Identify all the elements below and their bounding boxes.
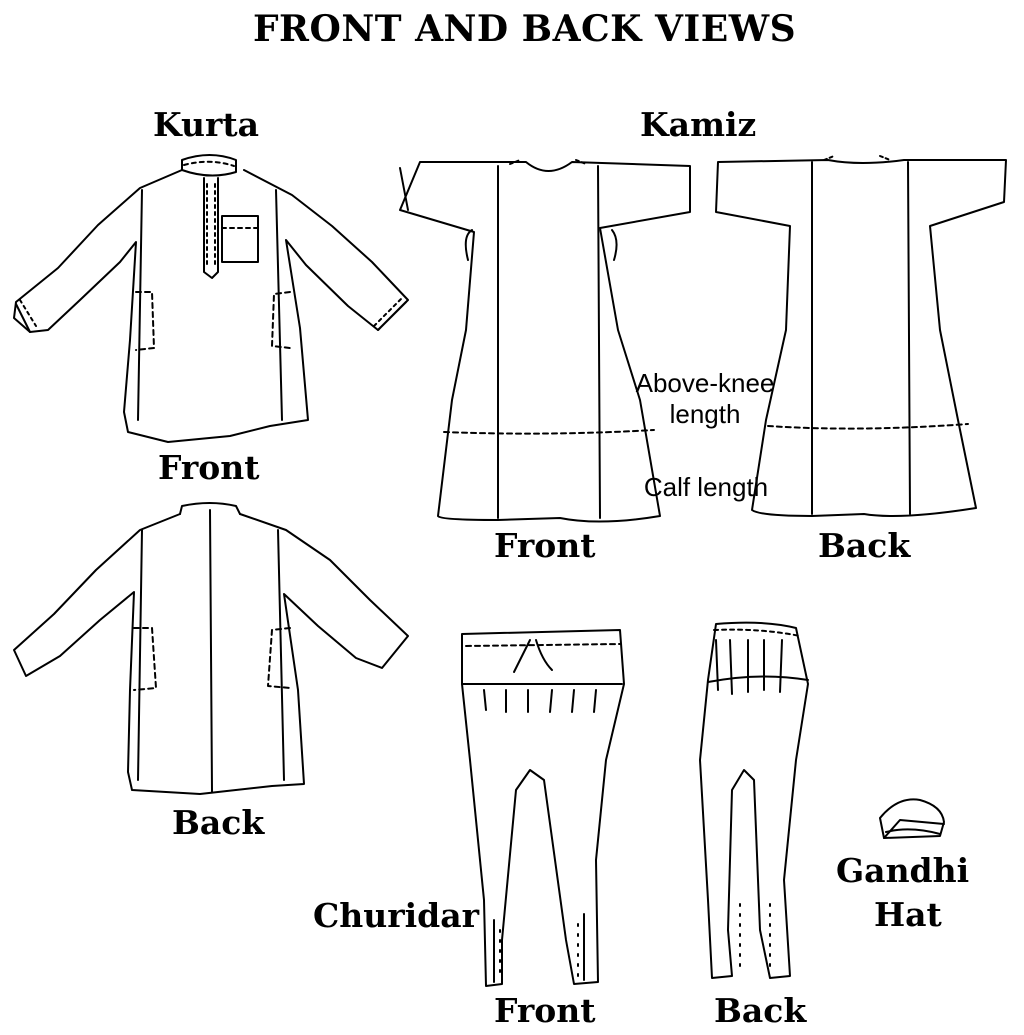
churidar-front-label: Front	[494, 991, 596, 1030]
churidar-back-drawing	[699, 621, 809, 979]
diagram-title: FRONT AND BACK VIEWS	[253, 8, 797, 50]
gandhi-hat-drawing	[879, 798, 945, 839]
kamiz-front-drawing	[399, 159, 691, 523]
above-knee-line-1: Above-knee	[635, 368, 775, 398]
kamiz-front-label: Front	[494, 526, 596, 565]
kurta-back-label: Back	[172, 803, 265, 842]
churidar-back-label: Back	[714, 991, 807, 1030]
kurta-front-label: Front	[158, 448, 260, 487]
kurta-front-drawing	[13, 154, 409, 443]
kamiz-back-drawing	[715, 155, 1007, 517]
churidar-label: Churidar	[313, 896, 480, 935]
gandhi-hat-line-2: Hat	[874, 895, 942, 934]
churidar-front-drawing	[461, 629, 625, 987]
above-knee-length-note: Above-knee length	[624, 368, 786, 430]
calf-length-note: Calf length	[643, 472, 769, 502]
kurta-back-drawing	[13, 502, 409, 795]
gandhi-hat-line-1: Gandhi	[836, 851, 970, 890]
kamiz-back-label: Back	[818, 526, 911, 565]
kamiz-label: Kamiz	[640, 105, 757, 144]
kurta-label: Kurta	[153, 105, 259, 144]
above-knee-line-2: length	[669, 399, 741, 430]
